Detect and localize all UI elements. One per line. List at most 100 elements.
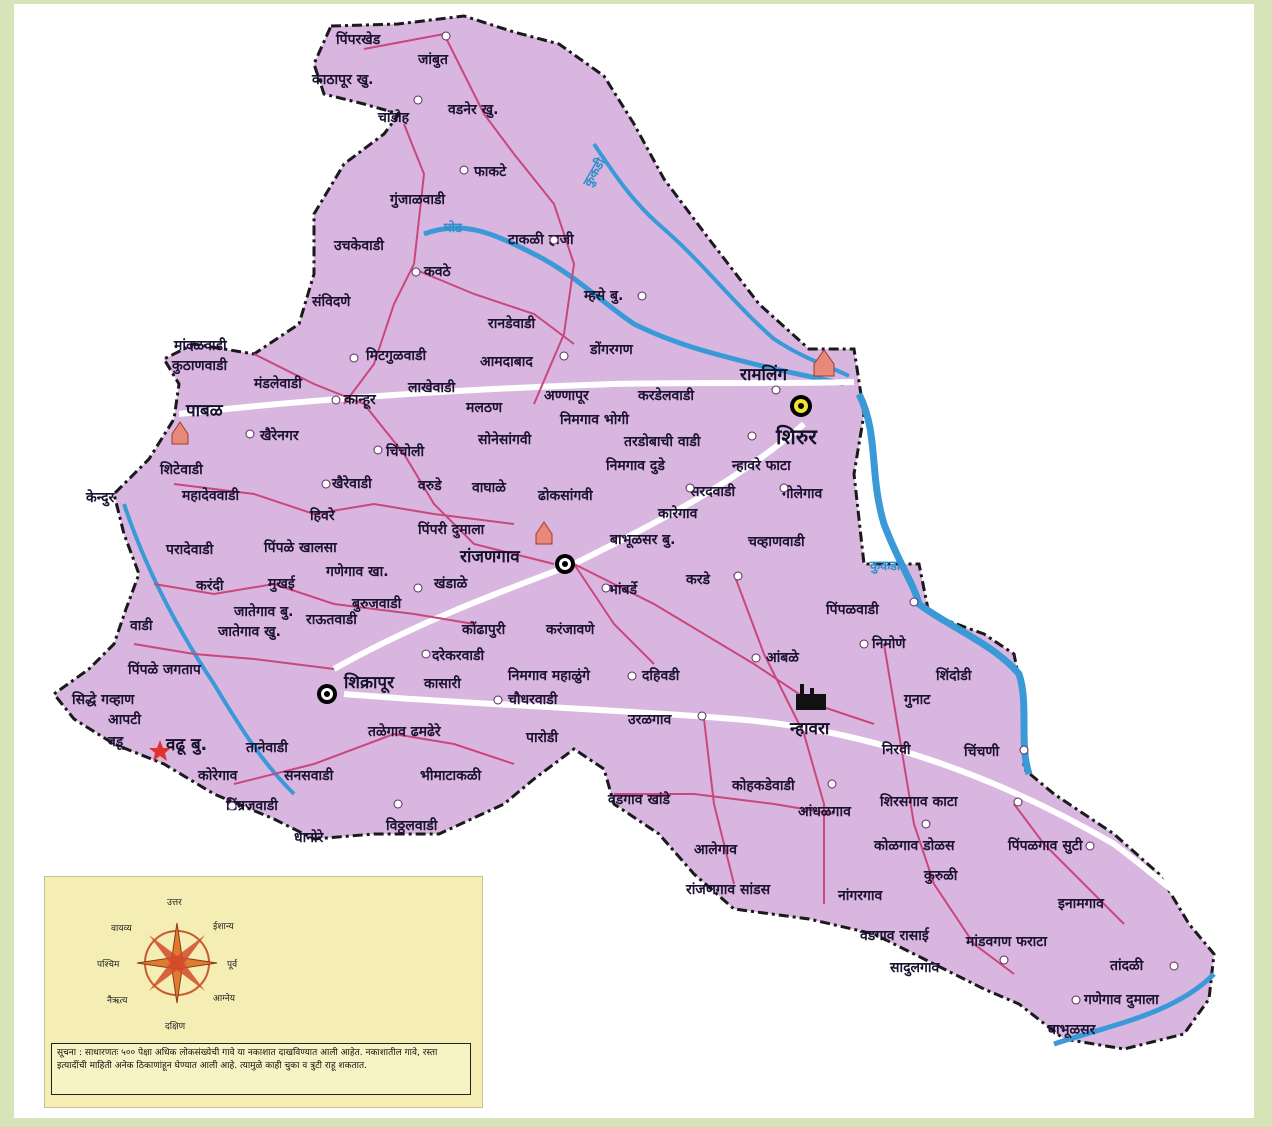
village-label[interactable]: कोरेगाव [197, 767, 239, 784]
village-label[interactable]: शिटेवाडी [159, 461, 204, 478]
village-label[interactable]: आंबळे [766, 649, 800, 666]
village-label[interactable]: सनसवाडी [283, 767, 335, 784]
village-label[interactable]: खैरेनगर [259, 427, 300, 444]
village-label[interactable]: उरळगाव [627, 712, 673, 728]
village-label[interactable]: पिंपळगाव सुटी [1007, 837, 1084, 855]
village-label[interactable]: डोंगरगण [589, 341, 634, 358]
village-label[interactable]: वरुडे [417, 477, 442, 494]
village-label[interactable]: काठापूर खु. [311, 72, 373, 89]
village-label[interactable]: बुरुजवाडी [351, 595, 403, 613]
village-label[interactable]: कासारी [423, 675, 462, 692]
village-label[interactable]: लाखेवाडी [407, 379, 456, 396]
town-label-ramling[interactable]: रामलिंग [739, 364, 788, 385]
town-label-pabal[interactable]: पाबळ [185, 401, 224, 421]
village-label[interactable]: सरदवाडी [689, 483, 737, 500]
village-label[interactable]: उचकेवाडी [333, 237, 385, 254]
village-label[interactable]: गोलेगाव [781, 485, 824, 502]
village-label[interactable]: कोंढापुरी [461, 621, 507, 639]
village-label[interactable]: मुखई [267, 575, 296, 593]
village-label[interactable]: रांजणगाव सांडस [685, 882, 771, 898]
village-label[interactable]: मांडवगण फराटा [965, 934, 1048, 950]
village-label[interactable]: मलठण [465, 400, 503, 416]
village-label[interactable]: निमगाव महाळुंगे [507, 667, 591, 685]
village-label[interactable]: मांदळवाडी [173, 337, 228, 354]
village-label[interactable]: तरडोबाची वाडी [623, 433, 702, 450]
village-label[interactable]: कोळगाव डोळस [873, 837, 955, 854]
town-label-shirur[interactable]: शिरुर [775, 424, 818, 449]
village-label[interactable]: दरेकरवाडी [431, 647, 486, 664]
village-label[interactable]: सादुलगाव [889, 960, 941, 977]
village-label[interactable]: गुनाट [903, 692, 931, 709]
village-label[interactable]: भीमाटाकळी [420, 767, 483, 784]
village-label[interactable]: दहिवडी [641, 667, 681, 684]
village-label[interactable]: संविदणे [311, 293, 351, 310]
village-label[interactable]: रानडेवाडी [487, 315, 537, 332]
village-label[interactable]: कारेगाव [657, 505, 699, 522]
village-label[interactable]: पिंपळे जगताप [127, 661, 202, 678]
village-label[interactable]: करडे [685, 571, 710, 588]
village-label[interactable]: तानेवाडी [245, 739, 289, 756]
village-label[interactable]: चव्हाणवाडी [747, 533, 806, 550]
village-label[interactable]: खंडाळे [433, 575, 469, 592]
village-label[interactable]: राऊतवाडी [305, 611, 358, 628]
village-label[interactable]: मंडलेवाडी [253, 375, 303, 392]
village-label[interactable]: करंदी [195, 577, 225, 594]
village-label[interactable]: वडू [107, 734, 125, 751]
village-label[interactable]: म्हसे बु. [583, 287, 623, 305]
village-label[interactable]: वडगाव खांडे [607, 791, 671, 808]
village-label[interactable]: आलेगाव [694, 841, 738, 858]
village-label[interactable]: बाभूळसर [1047, 1022, 1097, 1039]
town-label-vadhu[interactable]: वढू बु. [165, 735, 207, 756]
village-label[interactable]: निरवी [881, 741, 912, 758]
village-label[interactable]: डिंग्रजवाडी [225, 797, 279, 814]
village-label[interactable]: कान्हूर [343, 392, 377, 410]
village-label[interactable]: न्हावरे फाटा [731, 457, 792, 474]
village-label[interactable]: पिंपरखेड [335, 31, 381, 48]
village-label[interactable]: आपटी [108, 711, 142, 728]
village-label[interactable]: मिटगुळवाडी [365, 347, 427, 365]
village-label[interactable]: चिंचोली [385, 443, 426, 460]
village-label[interactable]: हिवरे [309, 507, 336, 524]
village-label[interactable]: पिंपरी दुमाला [417, 521, 486, 539]
village-label[interactable]: सोनेसांगवी [477, 431, 533, 448]
village-label[interactable]: शिंदोडी [935, 667, 973, 684]
village-label[interactable]: कोहकडेवाडी [731, 777, 796, 794]
village-label[interactable]: सिद्धे गव्हाण [71, 691, 135, 708]
village-label[interactable]: वाडी [129, 617, 154, 634]
village-label[interactable]: शिरसगाव काटा [879, 793, 959, 810]
town-label-ranjangaon[interactable]: रांजणगाव [459, 547, 521, 567]
village-label[interactable]: गुंजाळवाडी [389, 191, 446, 209]
village-label[interactable]: निमगाव दुडे [605, 457, 665, 475]
village-label[interactable]: बाभूळसर बु. [609, 532, 675, 549]
village-label[interactable]: तांदळी [1109, 957, 1145, 974]
village-label[interactable]: करडेलवाडी [637, 387, 695, 404]
village-label[interactable]: विठ्ठलवाडी [385, 817, 439, 834]
village-label[interactable]: निमगाव भोगी [559, 411, 630, 428]
village-label[interactable]: केन्दुर [85, 489, 116, 507]
village-label[interactable]: निमोणे [871, 635, 906, 652]
town-label-shikrapur[interactable]: शिक्रापूर [343, 672, 395, 694]
village-label[interactable]: फाकटे [473, 163, 507, 180]
village-label[interactable]: धानोरे [294, 829, 325, 846]
village-label[interactable]: परादेवाडी [165, 541, 215, 558]
village-label[interactable]: आमदाबाद [480, 354, 533, 370]
village-label[interactable]: करंजावणे [545, 621, 595, 638]
village-label[interactable]: जांबुत [417, 52, 449, 69]
village-label[interactable]: चिंचणी [963, 743, 1001, 760]
village-label[interactable]: चांडोह [377, 109, 410, 126]
village-label[interactable]: भांबर्डे [608, 581, 639, 598]
village-label[interactable]: वडनेर खु. [447, 101, 498, 119]
village-label[interactable]: पिंपळवाडी [825, 601, 880, 618]
village-label[interactable]: टाकळी हाजी [507, 231, 575, 248]
village-label[interactable]: वडगाव रासाई [859, 927, 930, 944]
village-label[interactable]: पारोडी [525, 729, 559, 746]
village-label[interactable]: कुरुळी [923, 867, 959, 885]
village-label[interactable]: चौधरवाडी [507, 691, 559, 708]
village-label[interactable]: आंधळगाव [798, 804, 852, 820]
village-label[interactable]: इनामगाव [1057, 896, 1105, 912]
village-label[interactable]: जातेगाव खु. [217, 623, 281, 641]
town-label-nhavara[interactable]: न्हावरा [789, 719, 830, 739]
village-label[interactable]: नांगरगाव [837, 888, 884, 904]
village-label[interactable]: अण्णापूर [544, 388, 590, 405]
village-label[interactable]: महादेववाडी [181, 487, 241, 504]
